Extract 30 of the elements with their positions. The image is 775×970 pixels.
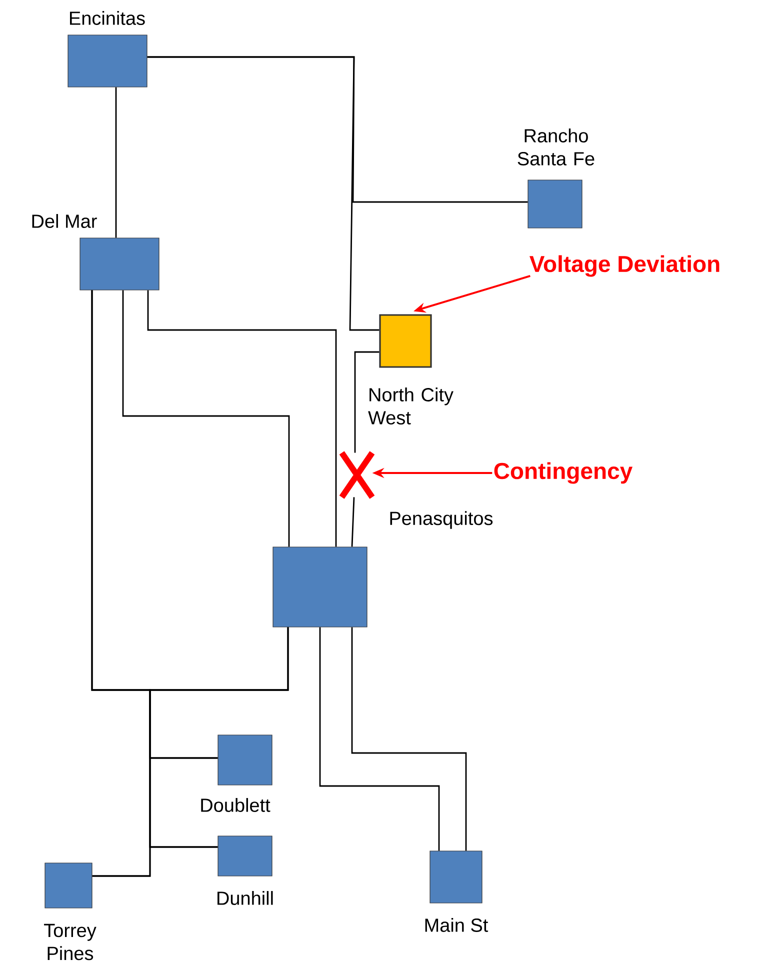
- line: [351, 627, 467, 851]
- line: [147, 290, 337, 547]
- substation-box: Main St: [425, 850, 488, 932]
- node-label: North City West: [368, 388, 454, 424]
- node-label: Penasquitos: [390, 511, 493, 529]
- line: [115, 87, 117, 238]
- cross-mark: [338, 450, 376, 500]
- line: [122, 290, 290, 547]
- line: [354, 351, 380, 453]
- callout-text: Voltage Deviation: [530, 255, 720, 277]
- substation-box: Rancho Santa Fe: [518, 128, 594, 228]
- node-label: Dunhill: [218, 891, 273, 905]
- line: [147, 56, 380, 331]
- line: [351, 497, 355, 547]
- line: [149, 627, 289, 848]
- line: [319, 627, 440, 851]
- node-label: Torrey Pines: [44, 924, 96, 960]
- node-label: Encinitas: [70, 11, 145, 25]
- node-label: Rancho Santa Fe: [518, 128, 594, 166]
- callout-text: Contingency: [494, 462, 633, 484]
- node-label: Main St: [425, 918, 488, 932]
- node-label: Del Mar: [32, 214, 97, 228]
- substation-box: Torrey Pines: [44, 862, 96, 960]
- substation-box: Penasquitos: [272, 511, 493, 628]
- substation-box: Encinitas: [68, 11, 148, 88]
- node-label: Doublett: [201, 798, 270, 812]
- substation-box: Del Mar: [32, 214, 160, 290]
- substation-box: Dunhill: [218, 836, 273, 905]
- substation-box: North City West: [368, 314, 454, 424]
- substation-box: Doublett: [201, 734, 272, 812]
